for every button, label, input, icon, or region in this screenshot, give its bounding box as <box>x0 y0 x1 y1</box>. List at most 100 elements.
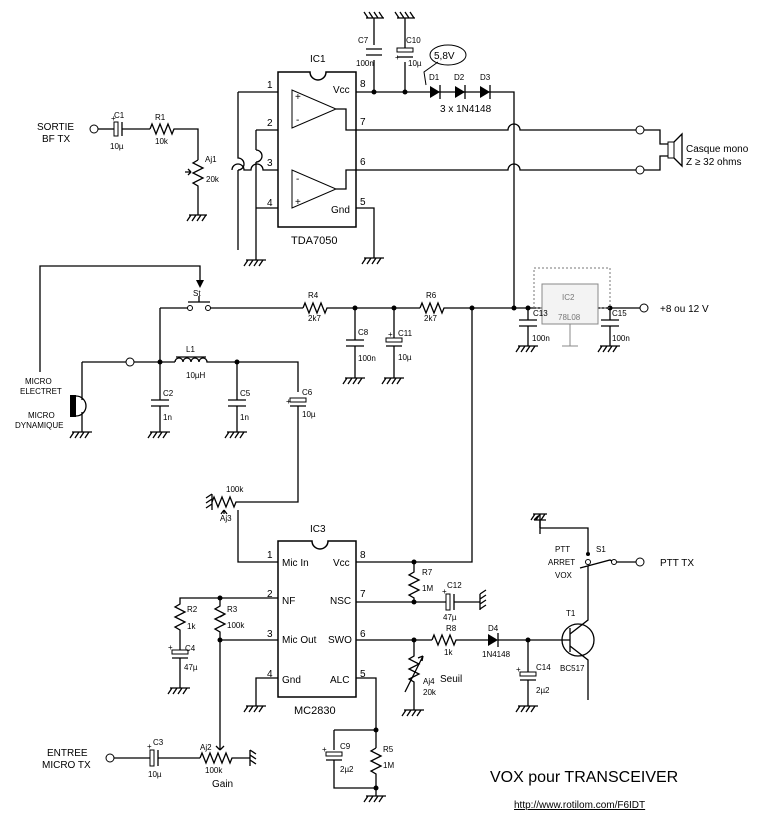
schematic-label: R2 <box>187 605 198 614</box>
switch-st: St <box>39 265 211 360</box>
ic1-pin6: 6 <box>360 157 366 168</box>
ic1-pin-gnd: Gnd <box>331 205 350 216</box>
schematic-label: + <box>395 53 400 62</box>
schematic-label: MICRO TX <box>42 760 91 771</box>
switch-s1: S1 PTT ARRET VOX PTT TX <box>530 513 694 580</box>
schematic-label: + <box>442 587 447 596</box>
schematic-label: BC517 <box>560 664 585 673</box>
schematic-label: C9 <box>340 742 351 751</box>
schematic-label: C6 <box>302 388 313 397</box>
author-url: http://www.rotilom.com/F6IDT <box>514 800 645 811</box>
schematic-label: 4 <box>267 669 273 680</box>
ic1-pin-vcc: Vcc <box>333 85 350 96</box>
schematic-label: D4 <box>488 624 499 633</box>
schematic-label: 100k <box>227 621 245 630</box>
schematic-label: ELECTRET <box>20 387 62 396</box>
schematic-label: 1n <box>240 413 249 422</box>
schematic-label: 2k7 <box>308 314 321 323</box>
schematic-label: + <box>322 745 327 754</box>
schematic-label: 10µ <box>148 770 162 779</box>
schematic-label: L1 <box>186 345 195 354</box>
schematic-label: 7 <box>360 589 366 600</box>
schematic-label: DYNAMIQUE <box>15 421 63 430</box>
schematic-label: 3 <box>267 629 273 640</box>
schematic-label: 20k <box>423 688 437 697</box>
ic1-pin8: 8 <box>360 79 366 90</box>
schematic-label: + <box>147 742 152 751</box>
schematic-label: + <box>516 665 521 674</box>
schematic-label: NSC <box>330 596 351 607</box>
schematic-label: R3 <box>227 605 238 614</box>
schematic-title: VOX pour TRANSCEIVER <box>490 769 678 786</box>
schematic-label: 10µ <box>398 353 412 362</box>
schematic-label: 5 <box>360 669 366 680</box>
sortie-bf-tx: SORTIE BF TX + C1 10µ R1 10k Aj1 20k <box>37 111 220 222</box>
ic1-wiring <box>231 18 636 308</box>
schematic-label: 10µ <box>302 410 316 419</box>
ic3-name: MC2830 <box>294 705 336 717</box>
schematic-label: + <box>286 397 291 406</box>
schematic-label: Aj3 <box>220 514 232 523</box>
ic3-ref: IC3 <box>310 524 326 535</box>
pot-aj3: 100k Aj3 <box>205 485 278 563</box>
micro-section: MICRO ELECTRET MICRO DYNAMIQUE L1 10µH C… <box>15 308 316 503</box>
schematic-label: Aj4 <box>423 677 435 686</box>
schematic-label: SWO <box>328 635 352 646</box>
schematic-label: C8 <box>358 328 369 337</box>
schematic-label: 2µ2 <box>536 686 550 695</box>
ic2-ref: IC2 <box>562 293 575 302</box>
schematic-label: C4 <box>185 644 196 653</box>
ic1-pin7: 7 <box>360 117 366 128</box>
schematic-label: Casque mono <box>686 144 749 155</box>
casque-headphone: Casque mono Z ≥ 32 ohms <box>635 125 749 175</box>
schematic-label: 10µ <box>408 59 422 68</box>
ic1-pin4: 4 <box>267 198 273 209</box>
schematic-label: ARRET <box>548 558 575 567</box>
schematic-label: 1k <box>444 648 453 657</box>
ic1-ref: IC1 <box>310 54 326 65</box>
schematic-label: 2µ2 <box>340 765 354 774</box>
schematic-label: C2 <box>163 389 174 398</box>
diodes-d1-d3: D1 D2 D3 3 x 1N4148 <box>426 73 500 115</box>
schematic-label: PTT <box>555 545 570 554</box>
schematic-label: + <box>295 197 301 208</box>
schematic-label: 1N4148 <box>482 650 511 659</box>
schematic-label: Mic In <box>282 558 309 569</box>
schematic-label: 1n <box>163 413 172 422</box>
schematic-label: C7 <box>358 36 369 45</box>
schematic-label: 47µ <box>184 663 198 672</box>
schematic-label: 1M <box>383 761 394 770</box>
schematic-label: 1 <box>267 550 273 561</box>
schematic-label: R8 <box>446 624 457 633</box>
schematic-label: C13 <box>533 309 548 318</box>
schematic-label: 47µ <box>443 613 457 622</box>
schematic-label: C12 <box>447 581 462 590</box>
schematic-label: NF <box>282 596 295 607</box>
schematic-label: St <box>193 289 201 298</box>
schematic-label: 100k <box>205 766 223 775</box>
schematic-label: Aj1 <box>205 155 217 164</box>
schematic-label: D3 <box>480 73 491 82</box>
schematic-label: S1 <box>596 545 606 554</box>
schematic-label: 5,8V <box>434 51 455 62</box>
entree-micro-tx: ENTREE MICRO TX + C3 10µ Aj2 100k Gain <box>42 738 257 790</box>
schematic-label: R4 <box>308 291 319 300</box>
ic1-pin1: 1 <box>267 80 273 91</box>
ic1-name: TDA7050 <box>291 235 337 247</box>
schematic-label: + <box>295 92 301 103</box>
ground-symbols-top <box>243 11 415 267</box>
schematic-label: MICRO <box>25 377 52 386</box>
schematic-label: C10 <box>406 36 421 45</box>
schematic-label: C1 <box>114 111 125 120</box>
schematic-label: 100k <box>226 485 244 494</box>
schematic-label: Mic Out <box>282 635 317 646</box>
schematic-label: + <box>168 643 173 652</box>
schematic-label: 8 <box>360 550 366 561</box>
supply-section: R4 2k7 R6 2k7 C8 100n + C11 10µ IC2 78L0… <box>160 267 709 385</box>
ic1-pin3: 3 <box>267 158 273 169</box>
transistor-t1: T1 BC517 <box>560 580 595 700</box>
ic2-name: 78L08 <box>558 313 581 322</box>
schematic-label: 10µ <box>110 142 124 151</box>
schematic-label: SORTIE <box>37 122 74 133</box>
